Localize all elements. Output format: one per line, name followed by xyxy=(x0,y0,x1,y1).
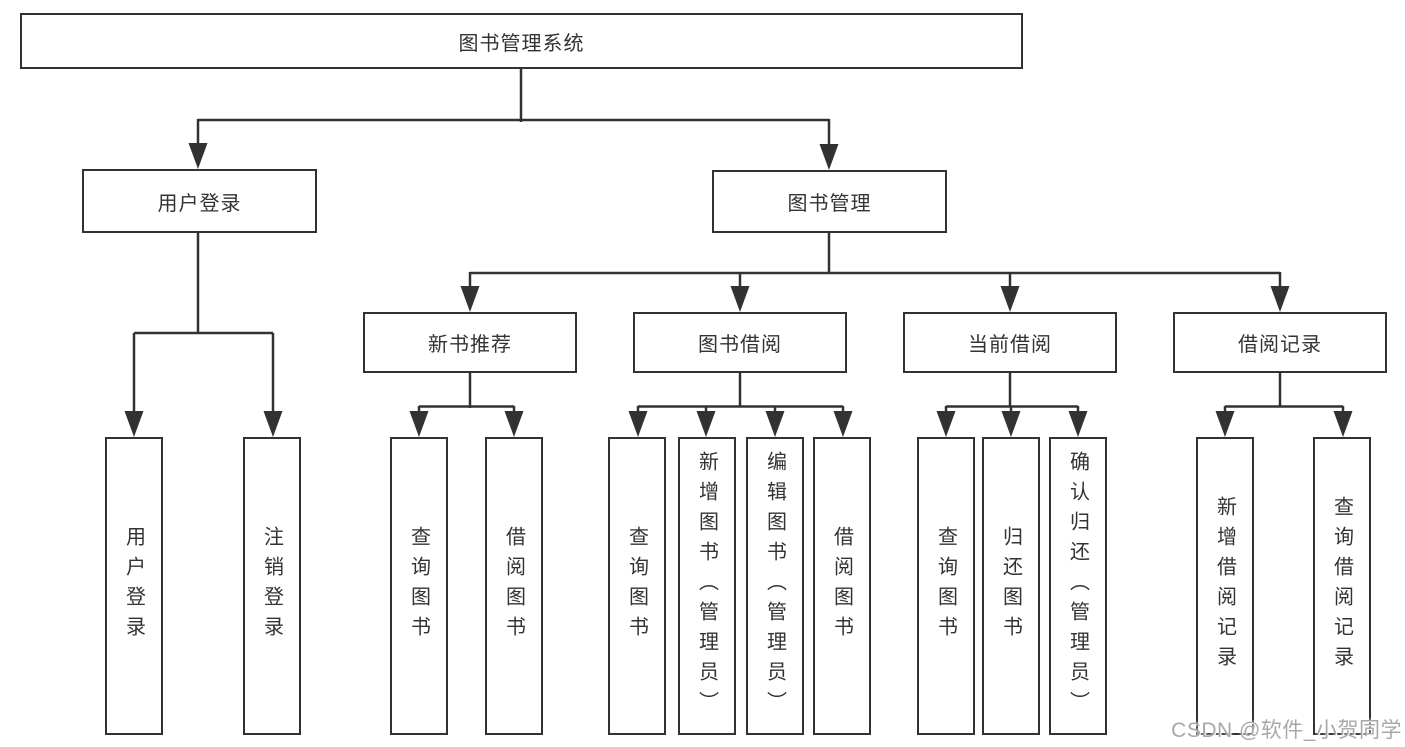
leaf-borrowing-query-books: 查询图书 xyxy=(608,437,666,735)
arrowhead-icon xyxy=(765,411,785,437)
node-library-management-system: 图书管理系统 xyxy=(20,13,1023,69)
node-new-book-recommend: 新书推荐 xyxy=(363,312,577,373)
arrowhead-icon xyxy=(263,411,283,437)
csdn-watermark: CSDN @软件_小贺同学 xyxy=(1171,719,1402,742)
arrowhead-icon xyxy=(819,144,839,170)
arrowhead-icon xyxy=(628,411,648,437)
node-book-borrowing: 图书借阅 xyxy=(633,312,847,373)
node-borrowing-records: 借阅记录 xyxy=(1173,312,1387,373)
arrowhead-icon xyxy=(1215,411,1235,437)
arrowhead-icon xyxy=(504,411,524,437)
node-current-borrowing: 当前借阅 xyxy=(903,312,1117,373)
arrowhead-icon xyxy=(1333,411,1353,437)
arrowhead-icon xyxy=(833,411,853,437)
arrowhead-icon xyxy=(460,286,480,312)
leaf-user-login: 用户登录 xyxy=(105,437,163,735)
arrowhead-icon xyxy=(409,411,429,437)
node-user-login: 用户登录 xyxy=(82,169,317,233)
leaf-borrowing-add-books-admin: 新增图书（管理员） xyxy=(678,437,736,735)
node-book-management: 图书管理 xyxy=(712,170,947,233)
arrowheads xyxy=(124,143,1353,437)
arrowhead-icon xyxy=(936,411,956,437)
arrowhead-icon xyxy=(188,143,208,169)
leaf-borrowing-borrow-books: 借阅图书 xyxy=(813,437,871,735)
leaf-current-confirm-return-admin: 确认归还（管理员） xyxy=(1049,437,1107,735)
arrowhead-icon xyxy=(1000,286,1020,312)
arrowhead-icon xyxy=(730,286,750,312)
arrowhead-icon xyxy=(696,411,716,437)
leaf-records-add-record: 新增借阅记录 xyxy=(1196,437,1254,735)
leaf-current-return-books: 归还图书 xyxy=(982,437,1040,735)
leaf-current-query-books: 查询图书 xyxy=(917,437,975,735)
leaf-recommend-borrow-books: 借阅图书 xyxy=(485,437,543,735)
leaf-recommend-query-books: 查询图书 xyxy=(390,437,448,735)
arrowhead-icon xyxy=(1068,411,1088,437)
arrowhead-icon xyxy=(124,411,144,437)
leaf-records-query-record: 查询借阅记录 xyxy=(1313,437,1371,735)
leaf-logout: 注销登录 xyxy=(243,437,301,735)
arrowhead-icon xyxy=(1001,411,1021,437)
leaf-borrowing-edit-books-admin: 编辑图书（管理员） xyxy=(746,437,804,735)
arrowhead-icon xyxy=(1270,286,1290,312)
